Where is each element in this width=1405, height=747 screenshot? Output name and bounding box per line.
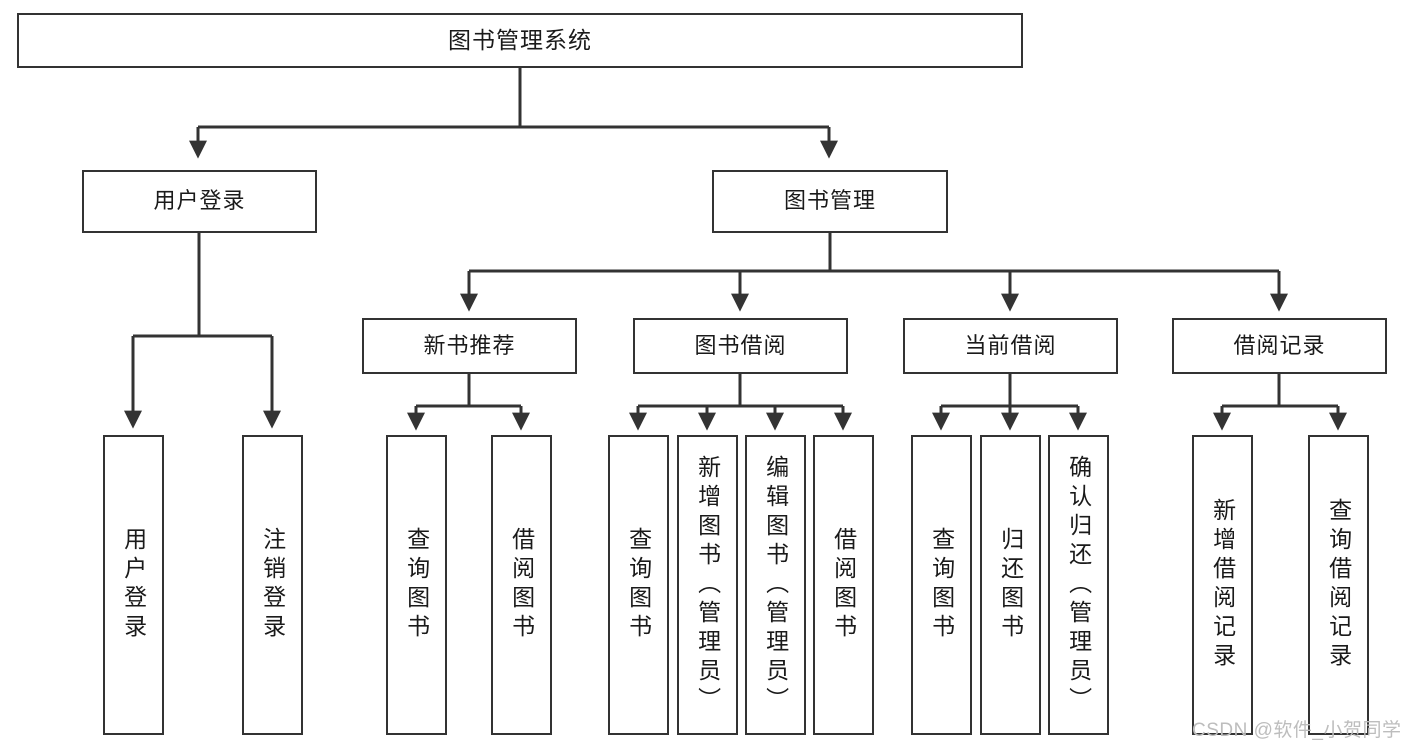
node-new-book-recommend[interactable]: 新书推荐 [362,318,577,374]
node-book-manage-label: 图书管理 [783,188,876,214]
node-new-book-recommend-label: 新书推荐 [423,332,516,358]
leaf-edit-book-label: 编辑图书（管理员） [762,454,789,716]
node-book-borrow[interactable]: 图书借阅 [633,318,848,374]
node-book-borrow-label: 图书借阅 [694,332,787,358]
node-borrow-record[interactable]: 借阅记录 [1172,318,1387,374]
leaf-confirm-return-label: 确认归还（管理员） [1065,454,1092,716]
leaf-logout[interactable]: 注销登录 [242,435,303,735]
leaf-borrow-book-1[interactable]: 借阅图书 [491,435,552,735]
leaf-query-record-label: 查询借阅记录 [1325,498,1352,672]
node-borrow-record-label: 借阅记录 [1233,332,1326,358]
leaf-borrow-book-1-label: 借阅图书 [508,527,535,643]
node-current-borrow-label: 当前借阅 [964,332,1057,358]
leaf-query-book-1[interactable]: 查询图书 [386,435,447,735]
node-book-manage[interactable]: 图书管理 [712,170,948,233]
node-user-login[interactable]: 用户登录 [82,170,317,233]
leaf-query-book-1-label: 查询图书 [403,527,430,643]
leaf-query-book-3-label: 查询图书 [928,527,955,643]
leaf-logout-label: 注销登录 [259,527,286,643]
csdn-watermark: CSDN @软件_小贺同学 [1192,715,1401,742]
leaf-query-record[interactable]: 查询借阅记录 [1308,435,1369,735]
leaf-add-book[interactable]: 新增图书（管理员） [677,435,738,735]
node-current-borrow[interactable]: 当前借阅 [903,318,1118,374]
leaf-query-book-3[interactable]: 查询图书 [911,435,972,735]
leaf-user-login-label: 用户登录 [120,527,147,643]
leaf-add-book-label: 新增图书（管理员） [694,454,721,716]
csdn-watermark-text: CSDN @软件_小贺同学 [1192,720,1402,741]
node-user-login-label: 用户登录 [153,188,246,214]
leaf-query-book-2[interactable]: 查询图书 [608,435,669,735]
leaf-add-record-label: 新增借阅记录 [1209,498,1236,672]
leaf-borrow-book-2-label: 借阅图书 [830,527,857,643]
node-root[interactable]: 图书管理系统 [17,13,1023,68]
leaf-user-login[interactable]: 用户登录 [103,435,164,735]
node-root-label: 图书管理系统 [448,26,592,53]
leaf-return-book-label: 归还图书 [997,527,1024,643]
leaf-borrow-book-2[interactable]: 借阅图书 [813,435,874,735]
leaf-query-book-2-label: 查询图书 [625,527,652,643]
leaf-return-book[interactable]: 归还图书 [980,435,1041,735]
leaf-confirm-return[interactable]: 确认归还（管理员） [1048,435,1109,735]
leaf-add-record[interactable]: 新增借阅记录 [1192,435,1253,735]
leaf-edit-book[interactable]: 编辑图书（管理员） [745,435,806,735]
